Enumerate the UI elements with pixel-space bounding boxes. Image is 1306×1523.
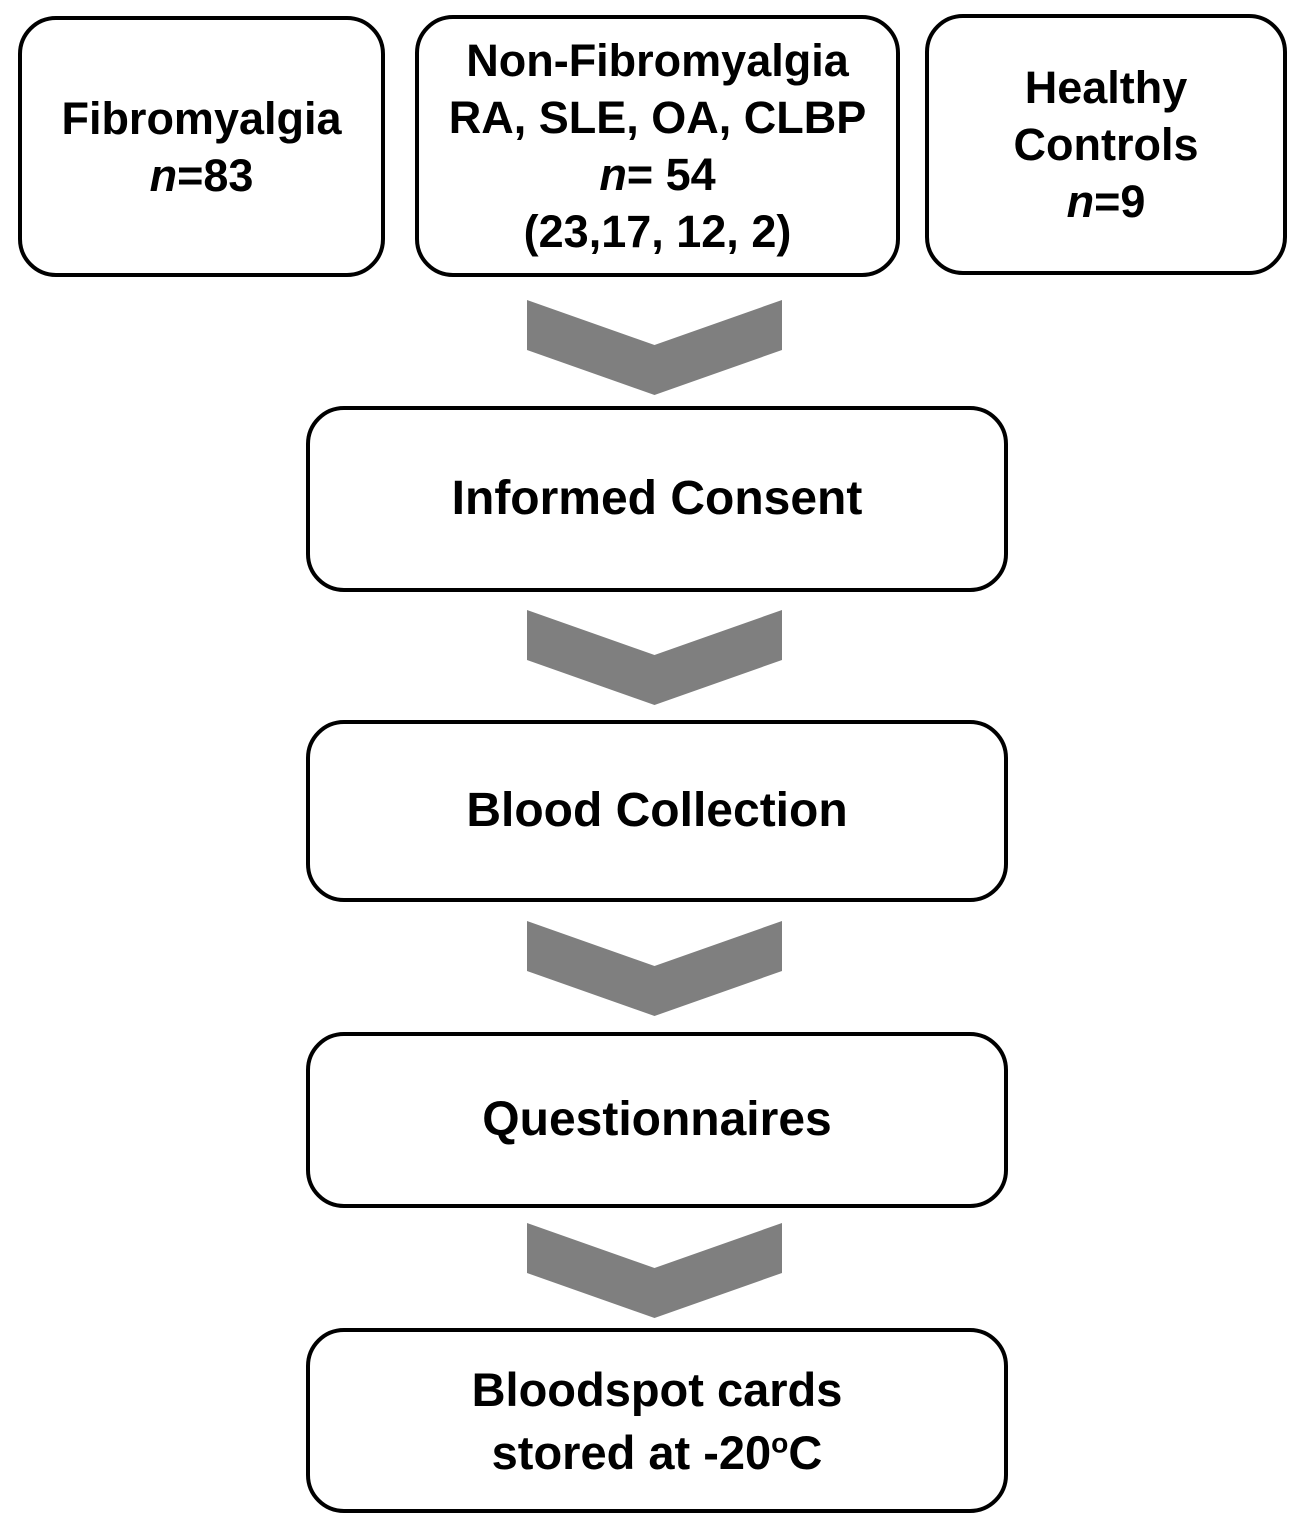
cohort-title: Fibromyalgia — [61, 92, 342, 144]
cohort-n-line: n= 54 — [449, 146, 867, 203]
bloodspot-line2-suffix: C — [788, 1425, 823, 1479]
cohort-box-non-fibromyalgia: Non-Fibromyalgia RA, SLE, OA, CLBP n= 54… — [415, 15, 900, 277]
cohort-n-line: n=9 — [1014, 173, 1199, 230]
cohort-box-fibromyalgia-text: Fibromyalgia n=83 — [61, 90, 341, 204]
step-box-bloodspot-storage: Bloodspot cards stored at -20oC — [306, 1328, 1008, 1513]
step-box-questionnaires: Questionnaires — [306, 1032, 1008, 1208]
n-symbol: n — [1066, 176, 1095, 227]
cohort-box-healthy-controls: Healthy Controls n=9 — [925, 14, 1287, 275]
cohort-box-healthy-controls-text: Healthy Controls n=9 — [1014, 59, 1199, 230]
chevron-down-icon — [527, 921, 782, 1016]
cohort-box-non-fibromyalgia-text: Non-Fibromyalgia RA, SLE, OA, CLBP n= 54… — [449, 32, 867, 260]
cohort-title: Healthy — [1024, 62, 1188, 113]
chevron-down-icon — [527, 300, 782, 395]
step-box-informed-consent: Informed Consent — [306, 406, 1008, 592]
degree-symbol: o — [771, 1425, 789, 1458]
chevron-down-shape — [527, 921, 782, 1016]
bloodspot-line1: Bloodspot cards — [471, 1362, 843, 1416]
n-value: =83 — [177, 149, 254, 201]
step-label: Blood Collection — [466, 784, 848, 837]
cohort-box-fibromyalgia: Fibromyalgia n=83 — [18, 16, 385, 277]
n-symbol: n — [149, 149, 178, 201]
chevron-down-shape — [527, 300, 782, 395]
cohort-title: Non-Fibromyalgia — [466, 35, 849, 86]
chevron-down-icon — [527, 1223, 782, 1318]
step-box-blood-collection: Blood Collection — [306, 720, 1008, 902]
n-value: = 54 — [626, 149, 716, 200]
n-value: =9 — [1094, 176, 1146, 227]
chevron-down-shape — [527, 1223, 782, 1318]
step-label: Questionnaires — [482, 1093, 832, 1146]
step-label: Informed Consent — [451, 472, 863, 525]
cohort-n-line: n=83 — [61, 147, 341, 204]
cohort-title-line2: Controls — [1013, 119, 1199, 170]
bloodspot-line2-prefix: stored at -20 — [491, 1425, 772, 1479]
chevron-down-icon — [527, 610, 782, 705]
chevron-down-shape — [527, 610, 782, 705]
cohort-subtitle: RA, SLE, OA, CLBP — [448, 92, 867, 143]
n-symbol: n — [599, 149, 627, 200]
step-label-multiline: Bloodspot cards stored at -20oC — [472, 1358, 843, 1484]
cohort-breakdown: (23,17, 12, 2) — [523, 206, 792, 257]
bloodspot-line2: stored at -20oC — [472, 1421, 843, 1484]
